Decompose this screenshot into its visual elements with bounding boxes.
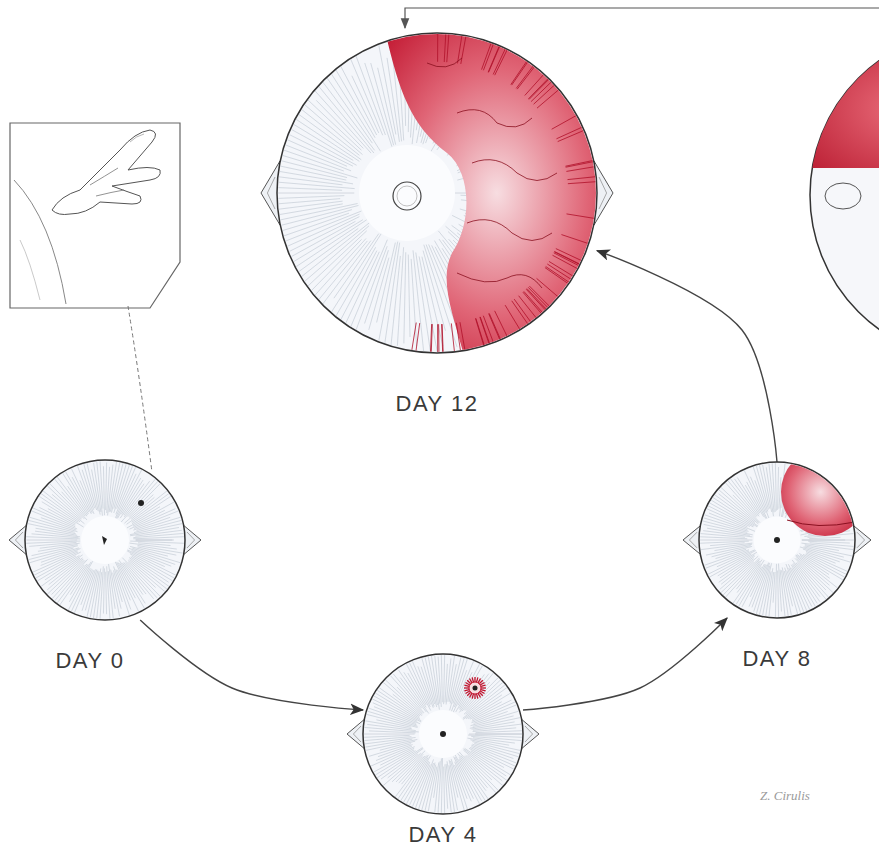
- progression-arrow: [597, 251, 777, 462]
- day-label: DAY 0: [55, 650, 124, 672]
- eye-stage: DAY 0: [25, 460, 185, 620]
- return-line: [405, 8, 879, 28]
- eye-stage: DAY 8: [699, 462, 855, 618]
- partial-eye: [800, 20, 879, 360]
- hand-inset: [10, 123, 180, 308]
- progression-arrow: [140, 620, 363, 710]
- dashed-leader: [128, 306, 152, 472]
- eye-drawing: [363, 654, 523, 814]
- eye-stage: DAY 12: [277, 33, 597, 353]
- fundus: [25, 460, 185, 620]
- day-label: DAY 8: [742, 648, 811, 670]
- eye-drawing: [699, 462, 855, 618]
- day-label: DAY 4: [408, 824, 477, 846]
- eye-stage: DAY 4: [363, 654, 523, 814]
- day-label: DAY 12: [396, 393, 479, 415]
- eye-drawing: [277, 33, 597, 353]
- signature: Z. Cirulis: [760, 788, 810, 804]
- eye-drawing: [25, 460, 185, 620]
- progression-arrow: [523, 618, 727, 710]
